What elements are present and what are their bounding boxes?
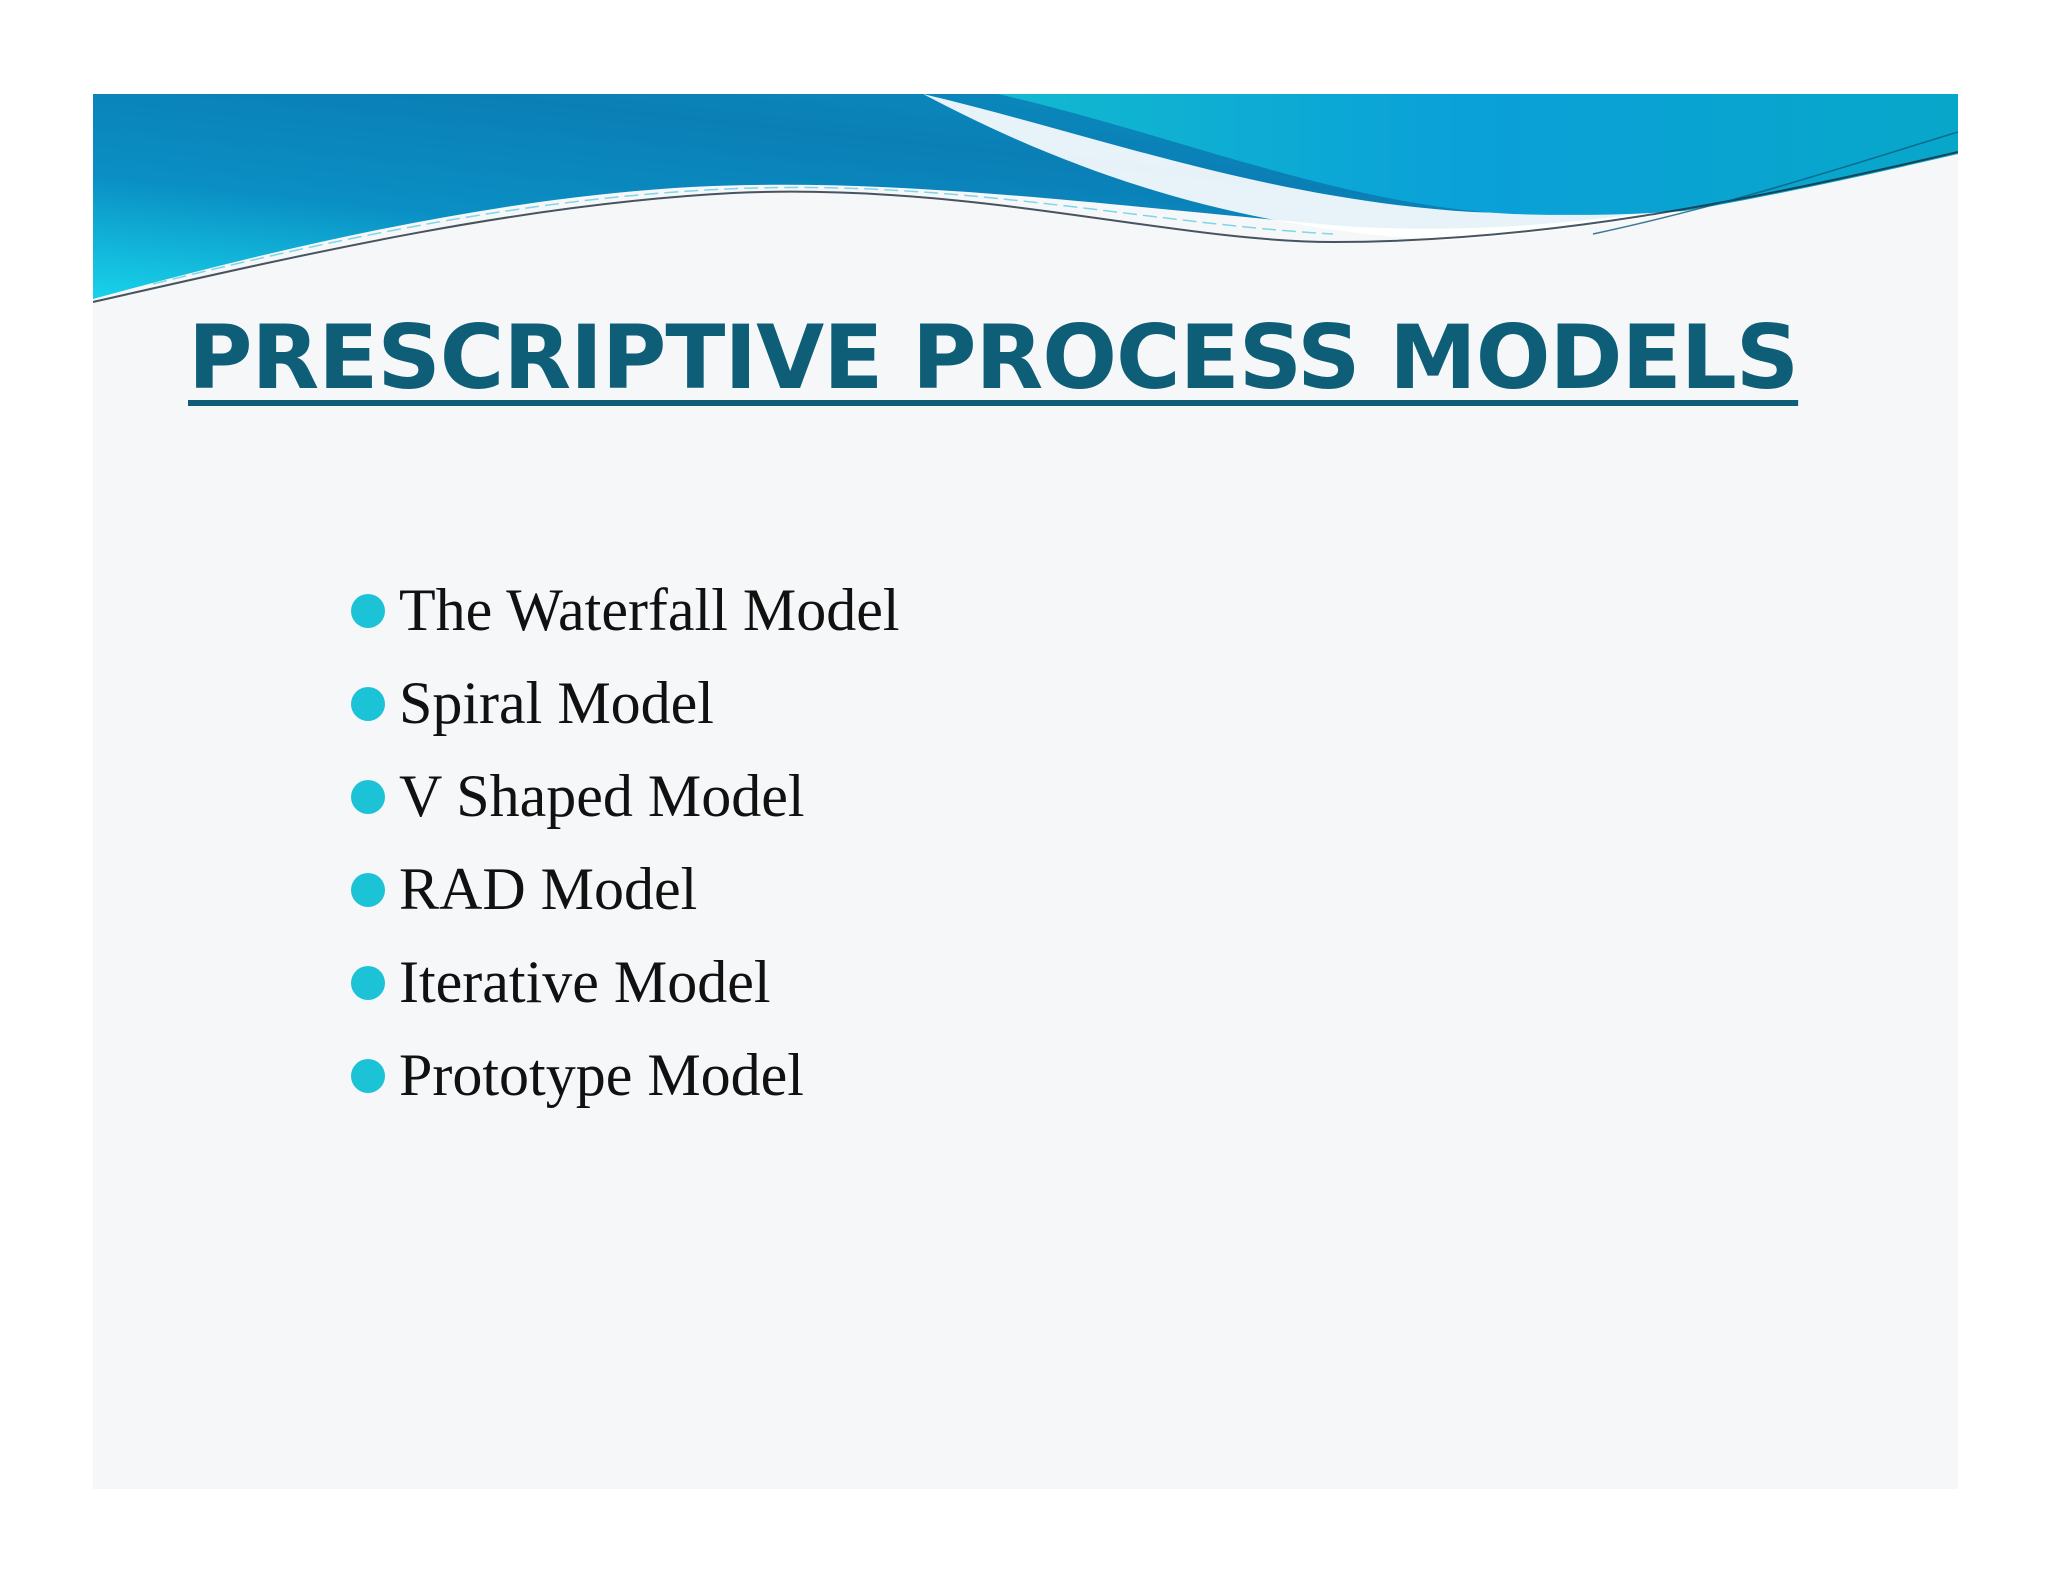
bullet-icon	[351, 1058, 385, 1093]
bullet-text: Iterative Model	[399, 949, 771, 1015]
header-wave-decoration	[93, 94, 1958, 324]
list-item: Prototype Model	[351, 1029, 900, 1122]
bullet-list: The Waterfall Model Spiral Model V Shape…	[351, 564, 900, 1122]
bullet-text: Spiral Model	[399, 670, 714, 736]
bullet-icon	[351, 686, 385, 721]
list-item: Spiral Model	[351, 657, 900, 750]
list-item: The Waterfall Model	[351, 564, 900, 657]
list-item: V Shaped Model	[351, 750, 900, 843]
bullet-icon	[351, 593, 385, 628]
bullet-icon	[351, 779, 385, 814]
bullet-text: V Shaped Model	[399, 763, 805, 829]
bullet-icon	[351, 872, 385, 907]
bullet-text: Prototype Model	[399, 1042, 804, 1108]
bullet-icon	[351, 965, 385, 1000]
bullet-text: The Waterfall Model	[399, 577, 900, 643]
slide-title: PRESCRIPTIVE PROCESS MODELS	[188, 306, 1799, 409]
slide: PRESCRIPTIVE PROCESS MODELS The Waterfal…	[93, 94, 1958, 1489]
list-item: RAD Model	[351, 843, 900, 936]
bullet-text: RAD Model	[399, 856, 698, 922]
list-item: Iterative Model	[351, 936, 900, 1029]
